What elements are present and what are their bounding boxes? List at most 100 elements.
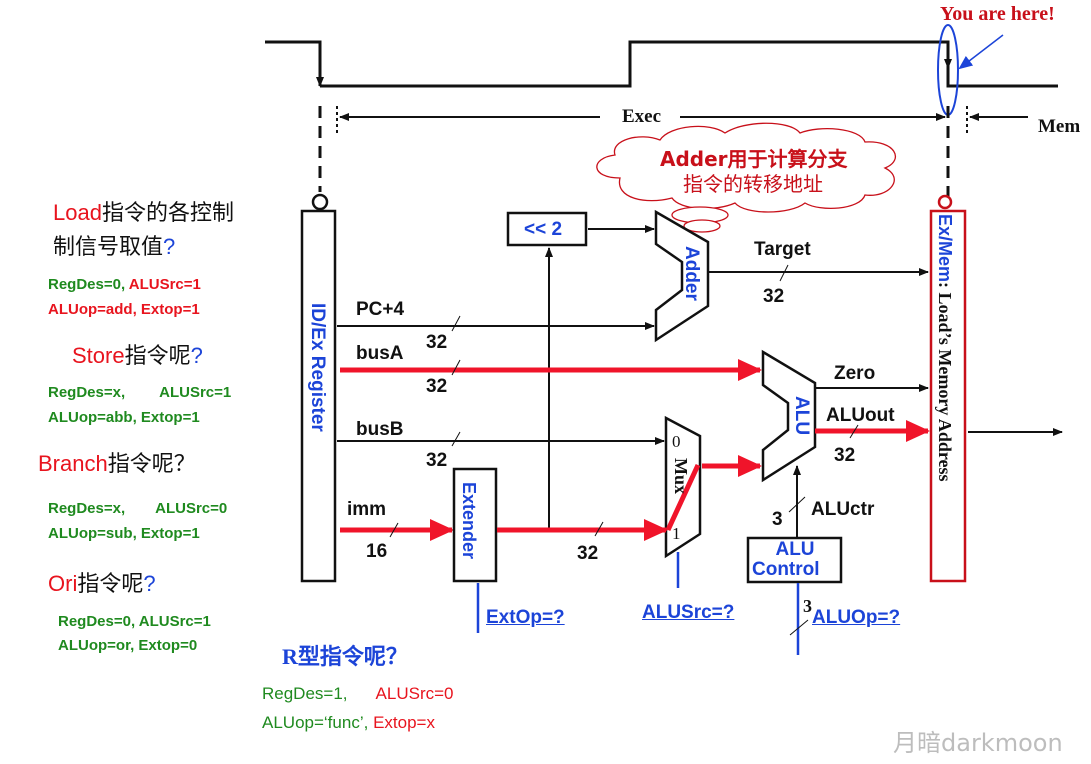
alu-shape [761,349,817,483]
store-question: Store指令呢? [72,345,203,368]
busA-width-tick [451,359,461,376]
rtype-question: R型指令呢？ [282,644,408,669]
mem-label: Mem [1038,116,1081,137]
target-label: Target [754,239,811,260]
busA-width: 32 [426,376,448,397]
ex-mem-register [929,209,967,583]
load-question-line-1: Load指令的各控制 [53,202,234,225]
ori-instr-name: Ori [48,571,78,596]
ori-question-text: 指令呢 [77,572,144,597]
store-alusrc: ALUSrc=1 [159,384,232,401]
ex-mem-prefix: Ex/Mem [935,214,955,283]
ex-mem-register-label: Ex/Mem: Load’s Memory Address [934,214,955,482]
load-question-line-2: 制信号取值? [53,236,175,259]
branch-answer-line-1: RegDes=x, ALUSrc=0 [48,501,227,516]
aluop-width-tick [789,619,809,636]
callout-text-1: Adder用于计算分支 [660,147,848,171]
imm-label: imm [347,499,387,520]
store-question-mark: ? [190,343,203,368]
store-answer-line-2: ALUop=abb, Extop=1 [48,409,200,426]
imm-width: 16 [366,541,388,562]
aluctr-width: 3 [772,509,783,530]
ex-mem-clock-bubble [937,194,953,210]
aluout-width: 32 [834,445,856,466]
load-answer-line-1: RegDes=0, ALUSrc=1 [48,277,201,292]
pc4-width-tick [451,315,461,332]
rtype-answer-line-2: ALUop=‘func’, Extop=x [262,714,435,731]
id-ex-register [300,209,337,583]
busB-width: 32 [426,450,448,471]
extender-box [452,467,498,583]
mux-input-1-label: 1 [672,524,681,543]
busB-label: busB [356,419,404,440]
load-regdes: RegDes=0, [48,276,126,293]
rtype-answer-line-1: RegDes=1, ALUSrc=0 [262,685,453,702]
branch-question-text: 指令呢？ [107,452,196,477]
id-ex-register-label: ID/Ex Register [307,303,328,432]
load-question-text-2: 制信号取值 [53,235,164,260]
pc4-label: PC+4 [356,299,405,320]
ori-answer-line-1: RegDes=0, ALUSrc=1 [58,613,211,630]
branch-regdes: RegDes=x, [48,500,126,517]
ex-mem-suffix: : Load’s Memory Address [935,282,955,482]
store-question-text: 指令呢 [124,344,191,369]
ori-question-mark: ? [143,571,156,596]
alu-control-label-2: Control [752,559,820,580]
pc4-width: 32 [426,332,448,353]
store-regdes: RegDes=x, [48,384,126,401]
store-answer-line-1: RegDes=x, ALUSrc=1 [48,385,231,400]
watermark: 月暗darkmoon [893,729,1063,757]
imm-width-tick [389,522,399,538]
aluctr-width-tick [788,496,806,513]
alusrc-control-label: ALUSrc=? [642,602,735,623]
load-question-text-1: 指令的各控制 [101,201,234,226]
alu-label: ALU [791,396,812,436]
mux-input-0-label: 0 [672,432,681,451]
extender-label: Extender [459,482,479,560]
ori-answer-line-2: ALUop=or, Extop=0 [58,637,198,654]
shift-left-2-label: << 2 [524,219,563,240]
callout-cloud [596,122,897,233]
branch-instr-name: Branch [38,451,108,476]
alu-control-label-1: ALU [775,539,815,560]
load-question-mark: ? [163,234,176,259]
you-are-here-label: You are here! [940,3,1055,25]
alu-control-box [746,536,843,584]
ext-width-tick [594,521,604,537]
target-width-tick [779,264,789,282]
load-answer-line-2: ALUop=add, Extop=1 [48,301,200,318]
extender-width: 32 [577,543,599,564]
you-are-here-pointer [958,34,1004,70]
branch-alusrc: ALUSrc=0 [155,500,228,517]
branch-question: Branch指令呢？ [38,453,196,476]
mux-select-line [665,463,701,532]
branch-answer-line-2: ALUop=sub, Extop=1 [48,525,200,542]
aluop-width: 3 [803,596,812,616]
busA-label: busA [356,343,404,364]
busB-width-tick [451,431,461,447]
rtype-extop: Extop=x [373,713,435,732]
callout-line-1: Adder用于计算分支 [660,149,848,170]
adder-label: Adder [681,246,702,301]
load-alusrc: ALUSrc=1 [128,276,201,293]
zero-label: Zero [834,363,876,384]
exec-label: Exec [622,106,662,127]
aluop-control-label: ALUOp=? [812,607,901,628]
aluctr-label: ALUctr [811,499,875,520]
id-ex-clock-bubble [311,193,329,211]
rtype-alusrc: ALUSrc=0 [375,684,454,703]
load-instr-name: Load [53,200,102,225]
store-instr-name: Store [72,343,125,368]
adder-shape [654,209,710,343]
extop-control-label: ExtOp=? [486,607,565,628]
target-width: 32 [763,286,785,307]
callout-line-2: 指令的转移地址 [683,172,823,196]
ori-question: Ori指令呢? [48,573,156,596]
shift-left-2-box [506,211,588,247]
rtype-aluop: ALUop=‘func’, [262,713,369,732]
mux-label: Mux [671,458,691,494]
rtype-regdes: RegDes=1, [262,684,348,703]
aluout-width-tick [849,424,859,439]
aluout-label: ALUout [826,405,895,426]
